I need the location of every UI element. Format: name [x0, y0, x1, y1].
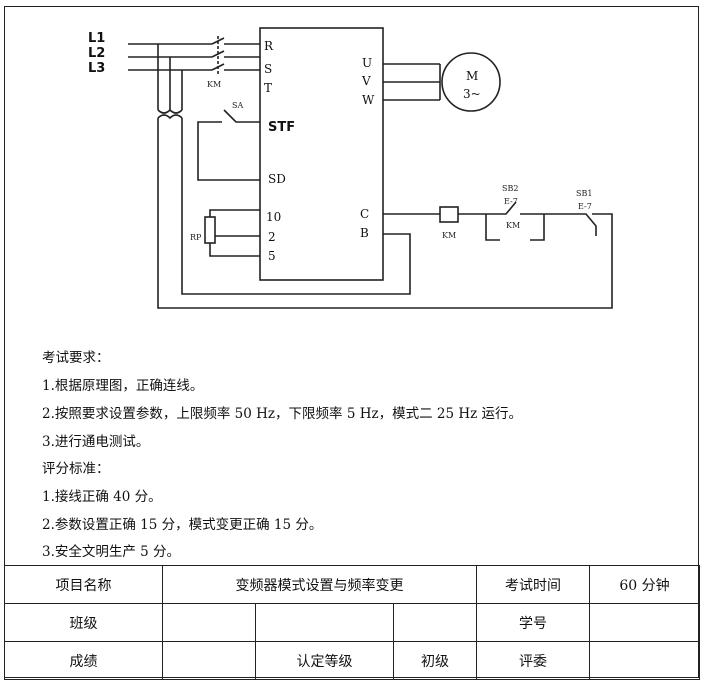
motor-type: 3~ — [463, 87, 481, 101]
terminal-r: R — [264, 39, 274, 53]
requirement-2: 2.按照要求设置参数，上限频率 50 Hz，下限频率 5 Hz，模式二 25 H… — [42, 406, 523, 422]
control-return-wire — [157, 118, 613, 309]
motor-label: M — [466, 69, 478, 83]
table-row: 班级 学号 — [4, 603, 701, 642]
label-sb1: SB1 — [576, 189, 592, 198]
student-id-field[interactable] — [589, 603, 701, 642]
student-id-label: 学号 — [476, 603, 591, 642]
sa-switch-wiring — [197, 109, 260, 181]
score-field[interactable] — [162, 641, 256, 680]
terminal-c: C — [360, 207, 369, 221]
level-label: 认定等级 — [255, 641, 394, 680]
label-km-coil: KM — [442, 231, 456, 240]
project-name-label: 项目名称 — [4, 565, 163, 604]
transformer-taps — [157, 44, 183, 110]
score-label: 成绩 — [4, 641, 163, 680]
label-sb2-tag: E-7 — [504, 197, 518, 206]
sb2-km-parallel — [458, 201, 545, 241]
inverter-input-wires — [224, 43, 260, 71]
terminal-2: 2 — [268, 230, 276, 244]
class-field-2[interactable] — [255, 603, 394, 642]
motor-symbol — [441, 52, 501, 112]
terminal-w: W — [362, 93, 375, 107]
judge-field[interactable] — [589, 641, 701, 680]
level-value: 初级 — [392, 641, 478, 680]
judge-label: 评委 — [476, 641, 591, 680]
terminal-v: V — [361, 74, 371, 88]
scoring-3: 3.安全文明生产 5 分。 — [42, 544, 181, 560]
class-field[interactable] — [162, 603, 256, 642]
label-sb1-tag: E-7 — [578, 202, 592, 211]
potentiometer-wires — [209, 209, 260, 257]
label-km-main: KM — [207, 80, 221, 89]
km-coil — [439, 206, 459, 223]
terminal-b: B — [360, 226, 369, 240]
motor-wires — [383, 63, 440, 101]
table-row: 成绩 认定等级 初级 评委 — [4, 641, 701, 680]
label-l3: L3 — [88, 61, 105, 76]
transformer-coil-2 — [157, 114, 183, 120]
terminal-stf: STF — [268, 120, 295, 135]
label-rp: RP — [190, 233, 202, 242]
terminal-5: 5 — [268, 249, 276, 263]
label-l1: L1 — [88, 31, 105, 46]
control-supply-wire — [181, 118, 411, 295]
class-label: 班级 — [4, 603, 163, 642]
scoring-2: 2.参数设置正确 15 分，模式变更正确 15 分。 — [42, 517, 323, 533]
scoring-heading: 评分标准： — [42, 461, 110, 477]
requirements-heading: 考试要求： — [42, 350, 110, 366]
terminal-10: 10 — [266, 210, 281, 224]
exam-time-value: 60 分钟 — [589, 565, 701, 604]
scoring-1: 1.接线正确 40 分。 — [42, 489, 162, 505]
label-km-contact: KM — [506, 221, 520, 230]
exam-info-table: 项目名称 变频器模式设置与频率变更 考试时间 60 分钟 班级 学号 成绩 认定… — [4, 565, 701, 680]
transformer-coil — [157, 108, 183, 114]
wiring-diagram: L1 L2 L3 KM R S T U V W STF SD 10 2 5 C … — [88, 27, 613, 309]
class-field-3[interactable] — [392, 603, 478, 642]
exam-time-label: 考试时间 — [476, 565, 591, 604]
requirement-1: 1.根据原理图，正确连线。 — [42, 378, 204, 394]
requirement-3: 3.进行通电测试。 — [42, 434, 150, 450]
label-l2: L2 — [88, 46, 105, 61]
inverter-box — [259, 27, 384, 281]
project-name-value: 变频器模式设置与频率变更 — [161, 565, 478, 604]
terminal-t: T — [264, 81, 272, 95]
terminal-u: U — [362, 56, 372, 70]
table-row: 项目名称 变频器模式设置与频率变更 考试时间 60 分钟 — [4, 565, 701, 604]
label-sb2: SB2 — [502, 184, 518, 193]
sb1-switch — [544, 213, 613, 236]
label-sa: SA — [232, 101, 243, 110]
terminal-sd: SD — [268, 172, 286, 186]
terminal-s: S — [264, 62, 272, 76]
potentiometer-rp — [204, 216, 216, 244]
